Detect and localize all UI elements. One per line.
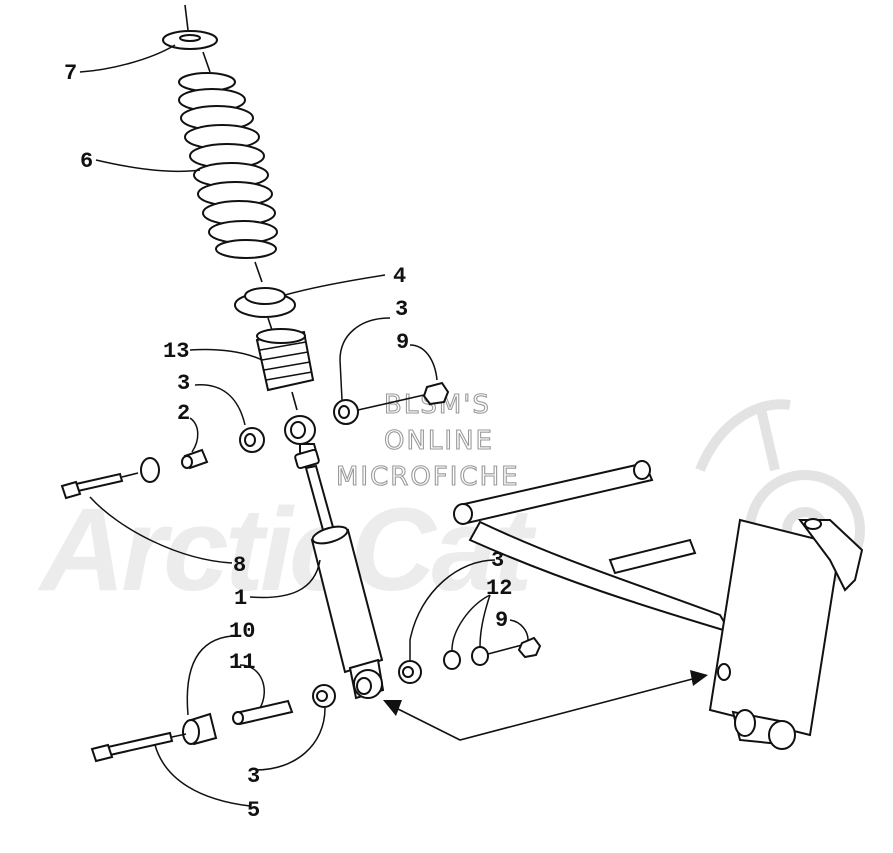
shock-upper-eye <box>284 391 320 459</box>
callout-10: 10 <box>229 619 255 644</box>
callout-4: 4 <box>393 264 406 289</box>
callout-2: 2 <box>177 401 190 426</box>
callout-9-lower: 9 <box>495 608 508 633</box>
callout-12: 12 <box>486 576 512 601</box>
callout-numbers: 7 6 4 3 9 13 3 2 8 1 3 12 9 10 11 3 5 <box>64 61 512 823</box>
arrow-right-head <box>690 670 708 686</box>
callout-13: 13 <box>163 339 189 364</box>
callout-leaders <box>79 44 529 807</box>
callout-3-lower-right: 3 <box>491 548 504 573</box>
callout-1: 1 <box>234 586 247 611</box>
part-7-spring-retainer <box>162 4 218 50</box>
callout-9-upper: 9 <box>396 330 409 355</box>
spindle <box>708 518 864 750</box>
part-13-adjuster-collar <box>255 328 315 392</box>
part-4-spring-seat <box>234 287 296 331</box>
watermark-line-2: ONLINE <box>384 426 494 456</box>
arrow-left-head <box>383 700 402 716</box>
callout-11: 11 <box>229 650 255 675</box>
callout-8: 8 <box>233 553 246 578</box>
upper-mount-hardware <box>60 381 450 500</box>
part-6-coil-spring <box>178 51 278 283</box>
callout-3-lower-left: 3 <box>247 764 260 789</box>
lower-mount-hardware <box>90 636 542 763</box>
assembly-arrows <box>383 670 708 741</box>
callout-5: 5 <box>247 798 260 823</box>
callout-3-upper-right: 3 <box>395 297 408 322</box>
watermark-line-3: MICROFICHE <box>336 462 520 492</box>
callout-6: 6 <box>80 149 93 174</box>
callout-7: 7 <box>64 61 77 86</box>
callout-3-upper-left: 3 <box>177 371 190 396</box>
part-1-shock-absorber <box>294 448 385 700</box>
